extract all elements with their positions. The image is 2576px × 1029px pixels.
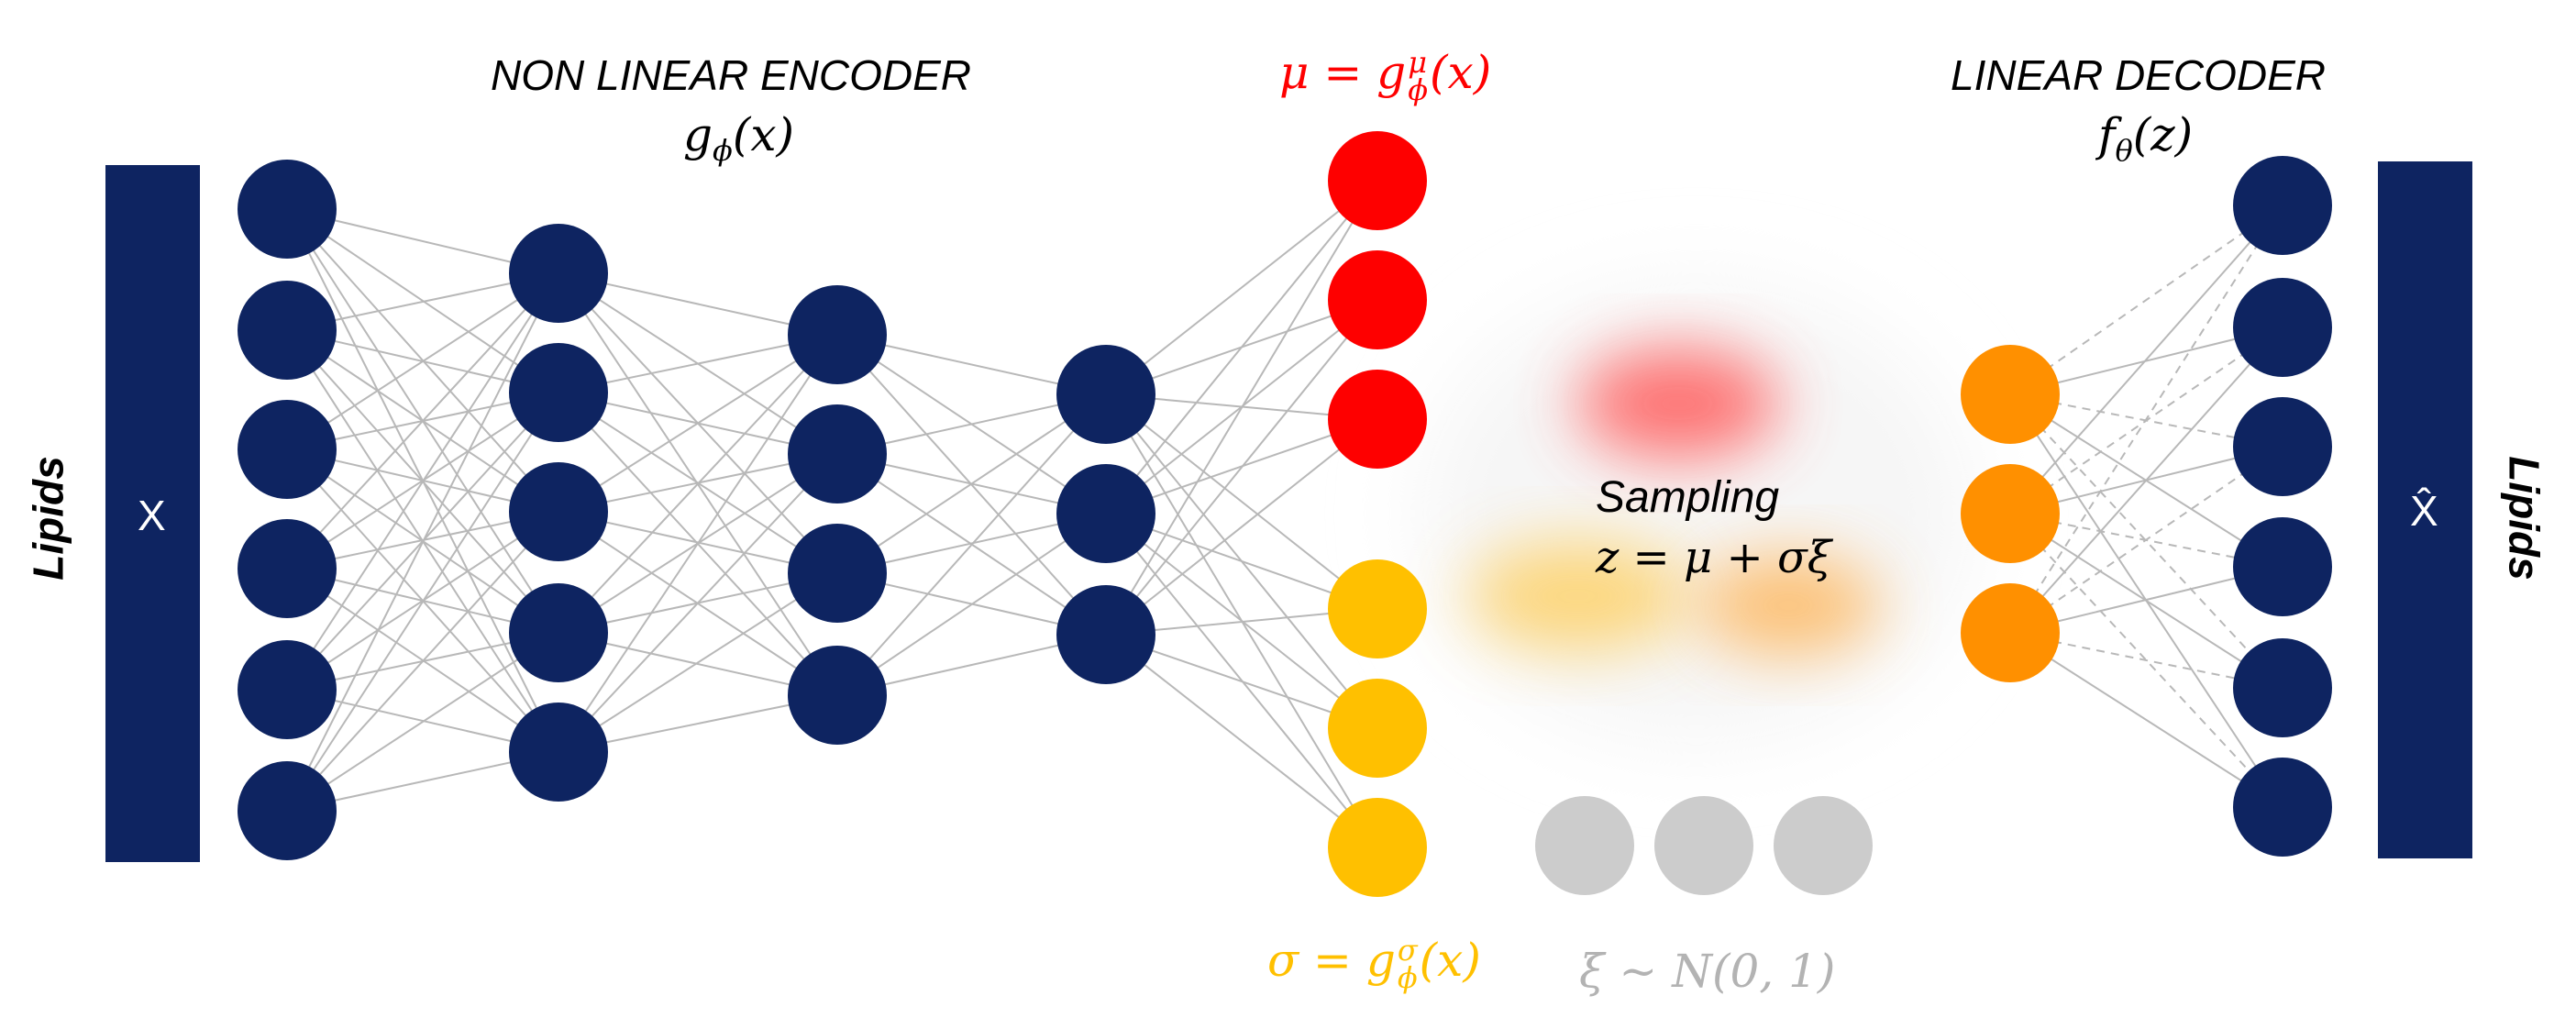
sigma-node [1328, 679, 1427, 778]
encoder-function: gϕ(x) [683, 108, 795, 168]
hidden-1-node [509, 583, 608, 682]
input-node [238, 761, 337, 860]
encoder-edge [558, 572, 838, 753]
hidden-2-node [788, 524, 887, 623]
mu-edge [1105, 299, 1378, 636]
decoder-edge [2009, 205, 2283, 395]
sampling-formula: z = μ + σξ [1596, 532, 1832, 583]
noise-node [1654, 796, 1753, 895]
mu-edge [1105, 180, 1378, 514]
decoder-function: fθ(z) [2098, 108, 2194, 168]
encoder-edge [558, 334, 838, 513]
encoder-edge [836, 393, 1107, 696]
encoder-title: NON LINEAR ENCODER [491, 51, 971, 99]
hidden-3-node [1056, 345, 1155, 444]
latent-node [1961, 464, 2060, 563]
hidden-1-node [509, 224, 608, 323]
decoder-edge [2009, 513, 2283, 808]
glow-orange-right [1697, 555, 1880, 656]
decoder-edge [2009, 326, 2283, 634]
mu-node [1328, 250, 1427, 349]
input-side-label: Lipids [24, 456, 72, 581]
sampling-title: Sampling [1596, 473, 1780, 522]
output-node [2233, 397, 2332, 496]
encoder-edge [286, 272, 559, 691]
mu-edge [1105, 180, 1378, 395]
glow-yellow-left [1467, 541, 1687, 651]
encoder-edge [286, 392, 559, 812]
decoder-edge [2009, 446, 2283, 634]
encoder-edge [558, 453, 838, 753]
mu-node [1328, 370, 1427, 469]
hidden-2-node [788, 285, 887, 384]
input-bar-label: X [138, 492, 166, 539]
encoder-edge [286, 272, 559, 450]
encoder-edge [558, 334, 838, 753]
sigma-edge [1105, 634, 1378, 848]
encoder-edge [286, 272, 559, 812]
hidden-1-node [509, 462, 608, 561]
data-bars [105, 161, 2472, 862]
input-node [238, 400, 337, 499]
hidden-2-node [788, 404, 887, 503]
hidden-1-node [509, 703, 608, 802]
output-bar-label: X̂ [2410, 487, 2438, 535]
decoder-edge [2009, 205, 2283, 634]
output-node [2233, 758, 2332, 857]
sampling-glow [1421, 284, 1972, 743]
input-bar [105, 165, 200, 862]
decoder-title: LINEAR DECODER [1951, 51, 2326, 99]
encoder-edge [836, 513, 1107, 696]
input-node [238, 281, 337, 380]
encoder-edge [286, 511, 559, 812]
encoder-edge [836, 393, 1107, 574]
noise-formula: ξ ~ N(0, 1) [1579, 945, 1836, 998]
glow-red [1577, 349, 1779, 459]
input-node [238, 640, 337, 739]
decoder-edge [2009, 205, 2283, 514]
encoder-edge [286, 632, 559, 812]
hidden-3-node [1056, 464, 1155, 563]
decoder-edge [2009, 393, 2283, 689]
encoder-edge [558, 334, 838, 634]
mu-node [1328, 131, 1427, 230]
sigma-node [1328, 798, 1427, 897]
mu-edge [1105, 180, 1378, 636]
output-node [2233, 278, 2332, 377]
noise-node [1774, 796, 1873, 895]
latent-node [1961, 345, 2060, 444]
sigma-edge [1105, 393, 1378, 610]
latent-node [1961, 583, 2060, 682]
output-node [2233, 517, 2332, 616]
output-bar [2378, 161, 2472, 858]
hidden-3-node [1056, 585, 1155, 684]
noise-node [1535, 796, 1634, 895]
sigma-node [1328, 559, 1427, 658]
encoder-edge [286, 272, 559, 570]
decoder-edge [2009, 632, 2283, 808]
output-node [2233, 156, 2332, 255]
input-node [238, 519, 337, 618]
output-node [2233, 638, 2332, 737]
input-node [238, 160, 337, 259]
network-nodes [238, 131, 2332, 897]
hidden-1-node [509, 343, 608, 442]
mu-edge [1105, 418, 1378, 636]
output-side-label: Lipids [2500, 456, 2548, 581]
hidden-2-node [788, 646, 887, 745]
